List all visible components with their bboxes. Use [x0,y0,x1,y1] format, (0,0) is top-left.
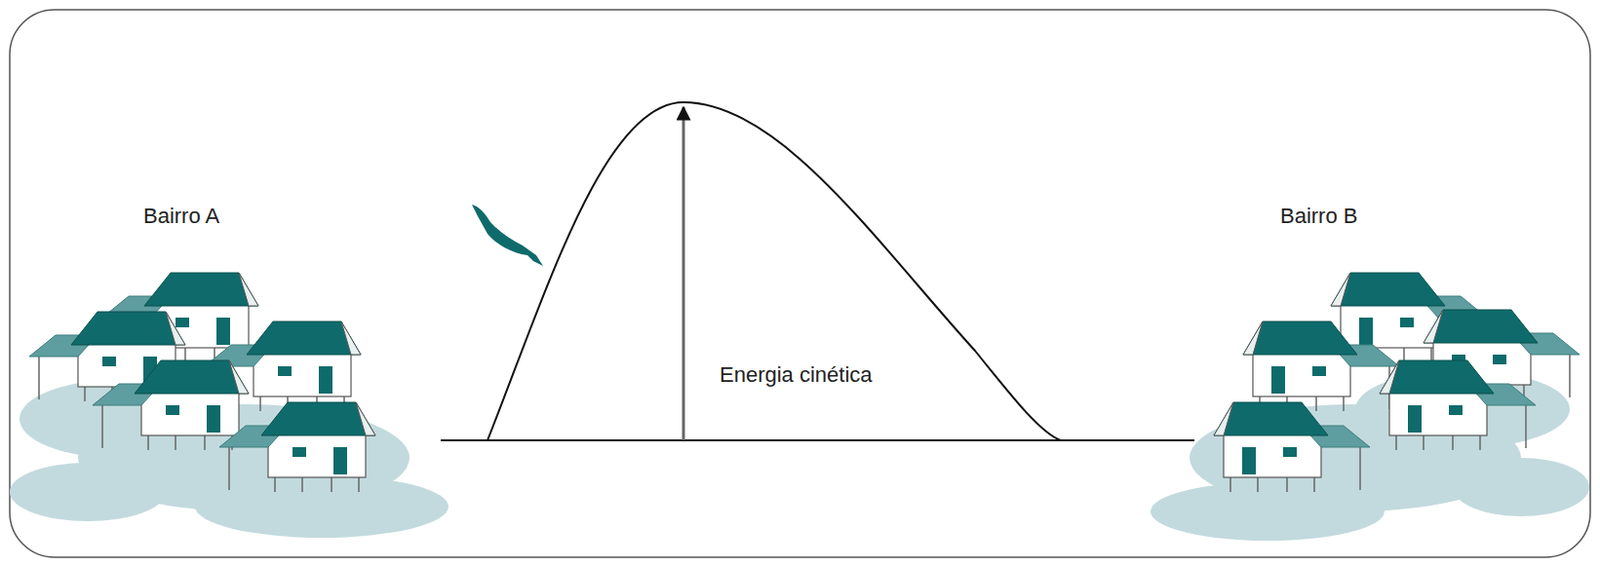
ground-blob [195,475,449,539]
ground-b [1150,370,1590,542]
energy-barrier-curve [487,102,1061,441]
house [1213,402,1370,493]
ground-blob [9,463,166,522]
ground-blob [1452,458,1590,517]
frame [9,9,1591,558]
house [1379,360,1536,451]
energy-label: Energia cinética [719,363,873,388]
house [92,360,249,451]
house [1243,321,1400,412]
ground-blob [1150,482,1385,542]
energy-arrow [682,107,686,441]
neighborhood-label: Bairro B [1280,204,1358,229]
houses-b [1213,273,1580,493]
bird-silhouette [471,204,544,267]
house [219,402,376,493]
baseline [440,439,1195,442]
ground-a [9,380,449,539]
neighborhood-label: Bairro A [143,204,220,229]
houses-a [29,273,376,493]
